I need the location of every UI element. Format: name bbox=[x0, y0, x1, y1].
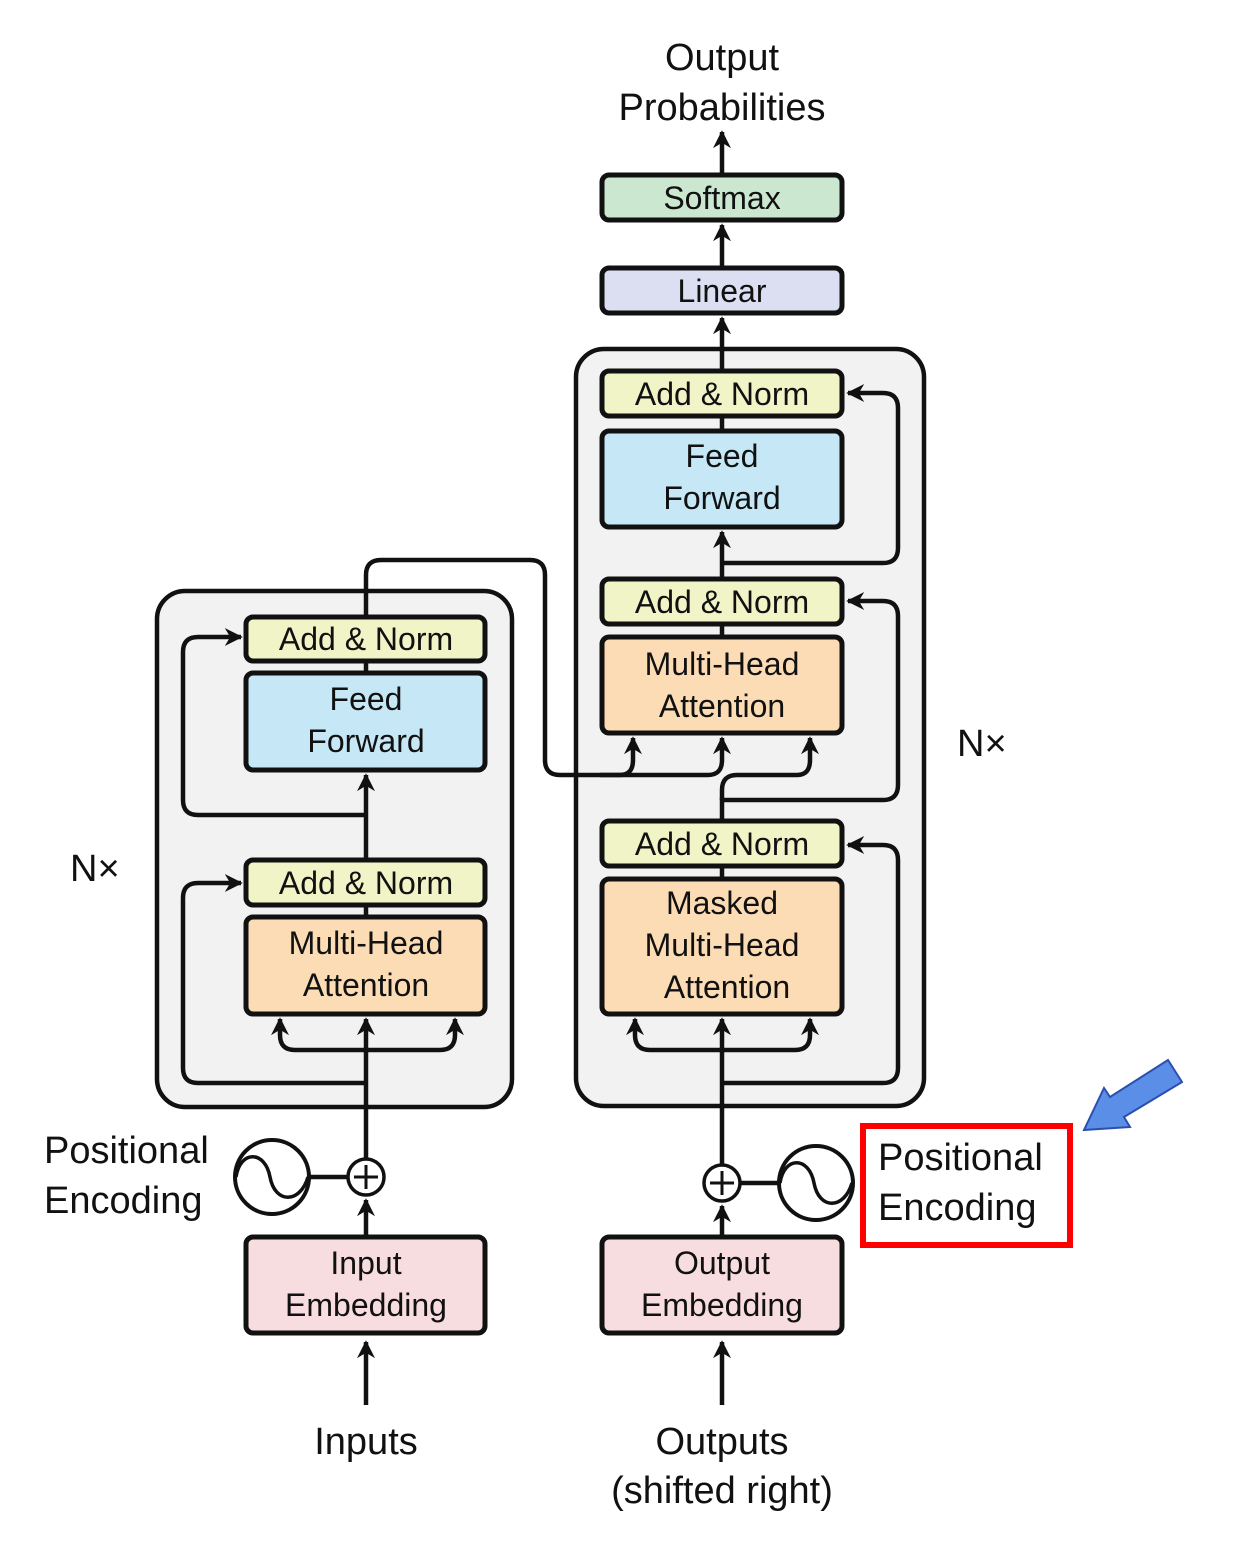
encoder-nx-label: N× bbox=[70, 848, 120, 890]
decoder-nx-label: N× bbox=[957, 723, 1007, 765]
label: Multi-Head bbox=[645, 927, 800, 963]
label: Add & Norm bbox=[279, 865, 453, 901]
decoder-positional-encoding bbox=[702, 1144, 855, 1222]
label: Multi-Head bbox=[645, 646, 800, 682]
label: Add & Norm bbox=[635, 826, 809, 862]
inputs-label: Inputs bbox=[314, 1421, 418, 1463]
decoder-positional-label: Positional bbox=[878, 1137, 1043, 1179]
encoder-positional-label-2: Encoding bbox=[44, 1180, 202, 1222]
label: Embedding bbox=[285, 1287, 447, 1323]
label: Embedding bbox=[641, 1287, 803, 1323]
label: Attention bbox=[303, 967, 429, 1003]
decoder-add-norm-top: Add & Norm bbox=[599, 368, 845, 419]
encoder-add-norm-top: Add & Norm bbox=[243, 614, 488, 664]
label: Forward bbox=[663, 480, 780, 516]
label: Forward bbox=[307, 723, 424, 759]
label: Attention bbox=[659, 688, 785, 724]
linear-label: Linear bbox=[678, 273, 767, 309]
decoder-positional-label-2: Encoding bbox=[878, 1187, 1036, 1229]
output-probabilities-label: Output bbox=[665, 37, 780, 79]
label: Feed bbox=[330, 681, 403, 717]
label: Input bbox=[330, 1245, 401, 1281]
label: Add & Norm bbox=[279, 621, 453, 657]
softmax-label: Softmax bbox=[663, 180, 780, 216]
output-probabilities-label-2: Probabilities bbox=[619, 87, 826, 129]
encoder-block bbox=[154, 588, 515, 1110]
sine-wave-icon bbox=[233, 1138, 311, 1216]
highlight-box bbox=[860, 1123, 1073, 1248]
sine-wave-icon bbox=[777, 1144, 855, 1222]
label: Output bbox=[674, 1245, 770, 1281]
encoder-positional-encoding bbox=[233, 1138, 386, 1216]
label: Masked bbox=[666, 885, 778, 921]
label: Feed bbox=[686, 438, 759, 474]
encoder-add-norm-bottom: Add & Norm bbox=[243, 857, 488, 908]
decoder-connections bbox=[626, 130, 901, 1405]
label: Add & Norm bbox=[635, 376, 809, 412]
encoder-connections bbox=[180, 557, 731, 1405]
pointer-arrow-icon bbox=[1082, 1058, 1184, 1132]
encoder-positional-label: Positional bbox=[44, 1130, 209, 1172]
outputs-label: Outputs bbox=[655, 1421, 788, 1463]
linear-box: Linear bbox=[599, 265, 845, 316]
label: Attention bbox=[664, 969, 790, 1005]
label: Multi-Head bbox=[289, 925, 444, 961]
label: Add & Norm bbox=[635, 584, 809, 620]
outputs-label-2: (shifted right) bbox=[611, 1470, 833, 1512]
decoder-add-norm-bottom: Add & Norm bbox=[599, 818, 845, 869]
softmax-box: Softmax bbox=[599, 172, 845, 223]
decoder-add-norm-mid: Add & Norm bbox=[599, 576, 845, 627]
